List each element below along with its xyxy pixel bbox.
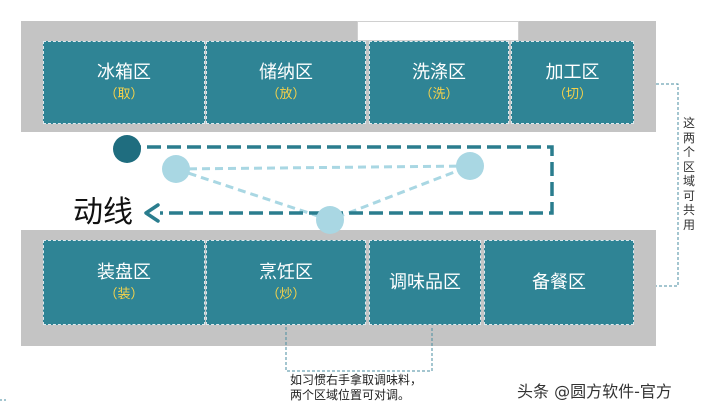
triangle-node-fridge [162, 155, 190, 183]
bottom-note-line-1: 如习惯右手拿取调味料， [290, 373, 423, 387]
triangle-node-sink [456, 152, 484, 180]
zone-action: （装） [104, 286, 144, 302]
zone-name: 储纳区 [259, 61, 313, 83]
flow-start-node [113, 135, 141, 163]
zone-seasoning: 调味品区 [369, 240, 481, 325]
bottom-note-swap: 如习惯右手拿取调味料， 两个区域位置可对调。 [290, 373, 450, 403]
watermark-credit: 头条 @圆方软件-官方 [517, 382, 672, 401]
bottom-note-line-2: 两个区域位置可对调。 [290, 388, 411, 402]
zone-washing: 洗涤区 （洗） [369, 41, 509, 124]
zone-prep: 加工区 （切） [511, 41, 634, 124]
zone-action: （取） [104, 86, 144, 102]
zone-storage: 储纳区 （放） [206, 41, 366, 124]
zone-action: （炒） [266, 286, 306, 302]
flow-path-line [127, 145, 554, 215]
zone-name: 调味品区 [389, 271, 461, 293]
side-note-bracket [656, 83, 679, 287]
zone-serving: 备餐区 [484, 240, 634, 325]
window-opening [357, 21, 519, 41]
zone-action: （切） [552, 86, 593, 102]
zone-cooking: 烹饪区 （炒） [206, 240, 366, 325]
zone-name: 备餐区 [532, 271, 586, 293]
triangle-node-stove [316, 206, 344, 234]
zone-name: 加工区 [545, 61, 600, 83]
zone-fridge: 冰箱区 （取） [43, 41, 205, 124]
work-triangle [175, 164, 471, 222]
zone-plating: 装盘区 （装） [43, 240, 205, 325]
flow-arrow-head [144, 203, 160, 223]
bottom-note-bracket [285, 327, 433, 372]
zone-action: （放） [266, 86, 306, 102]
flow-label: 动线 [73, 195, 133, 230]
zone-name: 烹饪区 [259, 261, 313, 283]
zone-name: 装盘区 [97, 261, 151, 283]
zone-name: 洗涤区 [412, 61, 466, 83]
side-note-shared-zones: 这两个区域可共用 [682, 116, 695, 232]
zone-name: 冰箱区 [97, 61, 151, 83]
zone-action: （洗） [419, 86, 459, 102]
